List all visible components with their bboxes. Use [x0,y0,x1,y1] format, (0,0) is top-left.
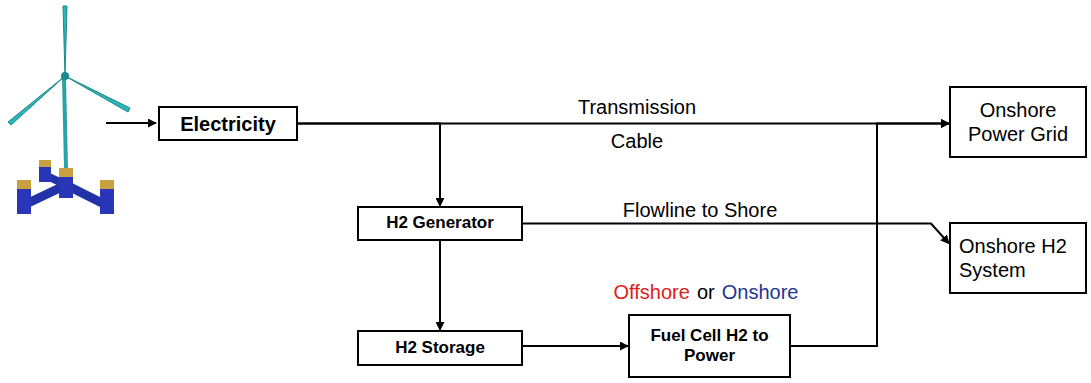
connector-line [523,224,949,244]
note-word: or [697,281,715,304]
connector-line [791,124,949,347]
generator-box: H2 Generator [357,206,523,241]
node-text: Fuel Cell H2 to Power [650,326,770,367]
node-text: Onshore H2 System [959,234,1069,282]
edge-label: Flowline to Shore [623,199,778,222]
edge-label: Transmission Cable [572,90,702,158]
connector-line [298,124,440,207]
electricity-box: Electricity [158,106,298,141]
node-text: Onshore Power Grid [963,98,1073,146]
fuel-cell-box: Fuel Cell H2 to Power [628,314,791,378]
note-word: Offshore [614,281,690,304]
floating-platform [17,160,114,214]
connector-line [523,345,628,347]
connector-line [439,241,441,330]
storage-box: H2 Storage [357,330,523,366]
power-arrow [106,122,156,124]
h2-system-box: Onshore H2 System [949,222,1087,294]
node-text: H2 Generator [386,213,494,233]
node-text: H2 Storage [395,338,485,358]
node-text: Electricity [180,112,276,136]
note-word: Onshore [722,281,799,304]
location-note: Offshore or Onshore [614,281,799,304]
power-grid-box: Onshore Power Grid [949,86,1087,158]
wind-turbine [8,6,130,168]
